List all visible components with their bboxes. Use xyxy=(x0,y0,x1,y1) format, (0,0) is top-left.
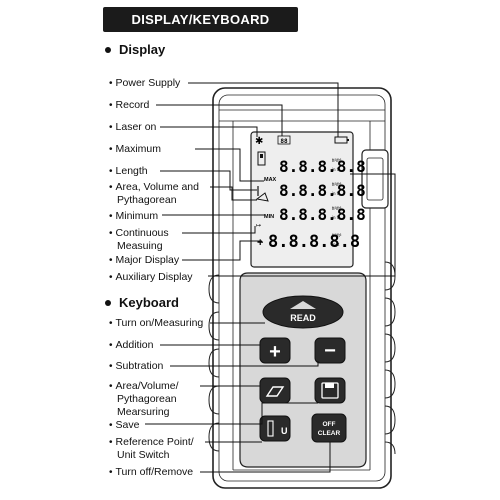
section-keyboard-title: Keyboard xyxy=(119,295,179,310)
reference-icon xyxy=(257,151,266,166)
unit-label: U xyxy=(281,426,288,436)
label-length: •Length xyxy=(109,165,148,177)
label-minimum: •Minimum xyxy=(109,210,159,222)
lcd-min: MIN xyxy=(264,214,274,220)
display-leader-lines xyxy=(156,82,396,277)
plus-sign-icon: + xyxy=(257,237,263,249)
lcd-row-main: 8.8.8.8.8 xyxy=(268,232,360,252)
off-clear-button[interactable]: OFF CLEAR xyxy=(311,413,347,443)
clear-label: CLEAR xyxy=(318,430,341,437)
lcd-units-1a: ft²/ft³ xyxy=(332,158,342,163)
add-button[interactable]: + xyxy=(259,337,291,364)
label-addition: •Addition xyxy=(109,339,154,351)
area-icon xyxy=(265,386,285,397)
lcd-screen: 88 ✱ MAX MIN ↦ + 8.8.8.8.8 8.8.8.8.8 8.8… xyxy=(250,131,366,268)
label-unit-switch: Unit Switch xyxy=(117,449,170,461)
label-auxiliary-display: •Auxiliary Display xyxy=(109,271,193,283)
lcd-max: MAX xyxy=(264,177,277,183)
lcd-units-3b: in ft xyxy=(332,215,340,220)
lcd-record: 88 xyxy=(280,138,288,145)
plus-label: + xyxy=(269,341,281,363)
label-save: •Save xyxy=(109,419,140,431)
lcd-row-3: 8.8.8.8.8 xyxy=(279,205,366,224)
read-button[interactable]: READ xyxy=(262,295,344,329)
lcd-units-4a: ft²/ft³ xyxy=(332,233,342,238)
label-measuing: Measuing xyxy=(117,240,163,252)
save-button[interactable] xyxy=(314,377,346,404)
lcd-row-1: 8.8.8.8.8 xyxy=(279,157,366,176)
lcd-row-2: 8.8.8.8.8 xyxy=(279,181,366,200)
label-pythagorean-key: Pythagorean xyxy=(117,393,177,405)
label-turn-on: •Turn on/Measuring xyxy=(109,317,204,329)
label-laser-on: •Laser on xyxy=(109,121,157,133)
label-major-display: •Major Display xyxy=(109,254,180,266)
label-area-volume: •Area, Volume and xyxy=(109,181,199,193)
section-keyboard: Keyboard xyxy=(105,295,179,310)
bullet-icon xyxy=(105,299,111,306)
reference-point-icon xyxy=(267,420,274,437)
section-display: Display xyxy=(105,42,165,57)
continuous-icon: ↦ xyxy=(256,223,261,229)
label-mearsuring: Mearsuring xyxy=(117,406,170,418)
keyboard-leader-lines xyxy=(145,322,331,473)
area-volume-button[interactable] xyxy=(259,377,291,404)
laser-icon: ✱ xyxy=(255,136,263,147)
read-label: READ xyxy=(290,313,316,323)
section-display-title: Display xyxy=(119,42,166,57)
subtract-button[interactable]: − xyxy=(314,337,346,364)
page-title: DISPLAY/KEYBOARD xyxy=(103,7,298,32)
lcd-units-4b: in ft xyxy=(332,242,340,247)
lcd-units-2b: in ft xyxy=(332,191,340,196)
minus-label: − xyxy=(324,340,336,362)
label-reference-point: •Reference Point/ xyxy=(109,436,194,448)
label-maximum: •Maximum xyxy=(109,143,162,155)
label-subtraction: •Subtration xyxy=(109,360,164,372)
area-volume-icon xyxy=(255,192,269,202)
lcd-units-2a: ft²/ft³ xyxy=(332,182,342,187)
label-turn-off: •Turn off/Remove xyxy=(109,466,194,478)
label-record: •Record xyxy=(109,99,150,111)
label-continuous: •Continuous xyxy=(109,227,169,239)
lcd-units-3a: ft²/ft³ xyxy=(332,206,342,211)
label-pythagorean: Pythagorean xyxy=(117,194,177,206)
label-power-supply: •Power Supply xyxy=(109,77,181,89)
reference-unit-button[interactable]: U xyxy=(259,415,291,442)
label-area-volume-key: •Area/Volume/ xyxy=(109,380,179,392)
off-label: OFF xyxy=(323,421,336,428)
bullet-icon xyxy=(105,46,111,53)
lcd-units-1b: in ft xyxy=(332,167,340,172)
